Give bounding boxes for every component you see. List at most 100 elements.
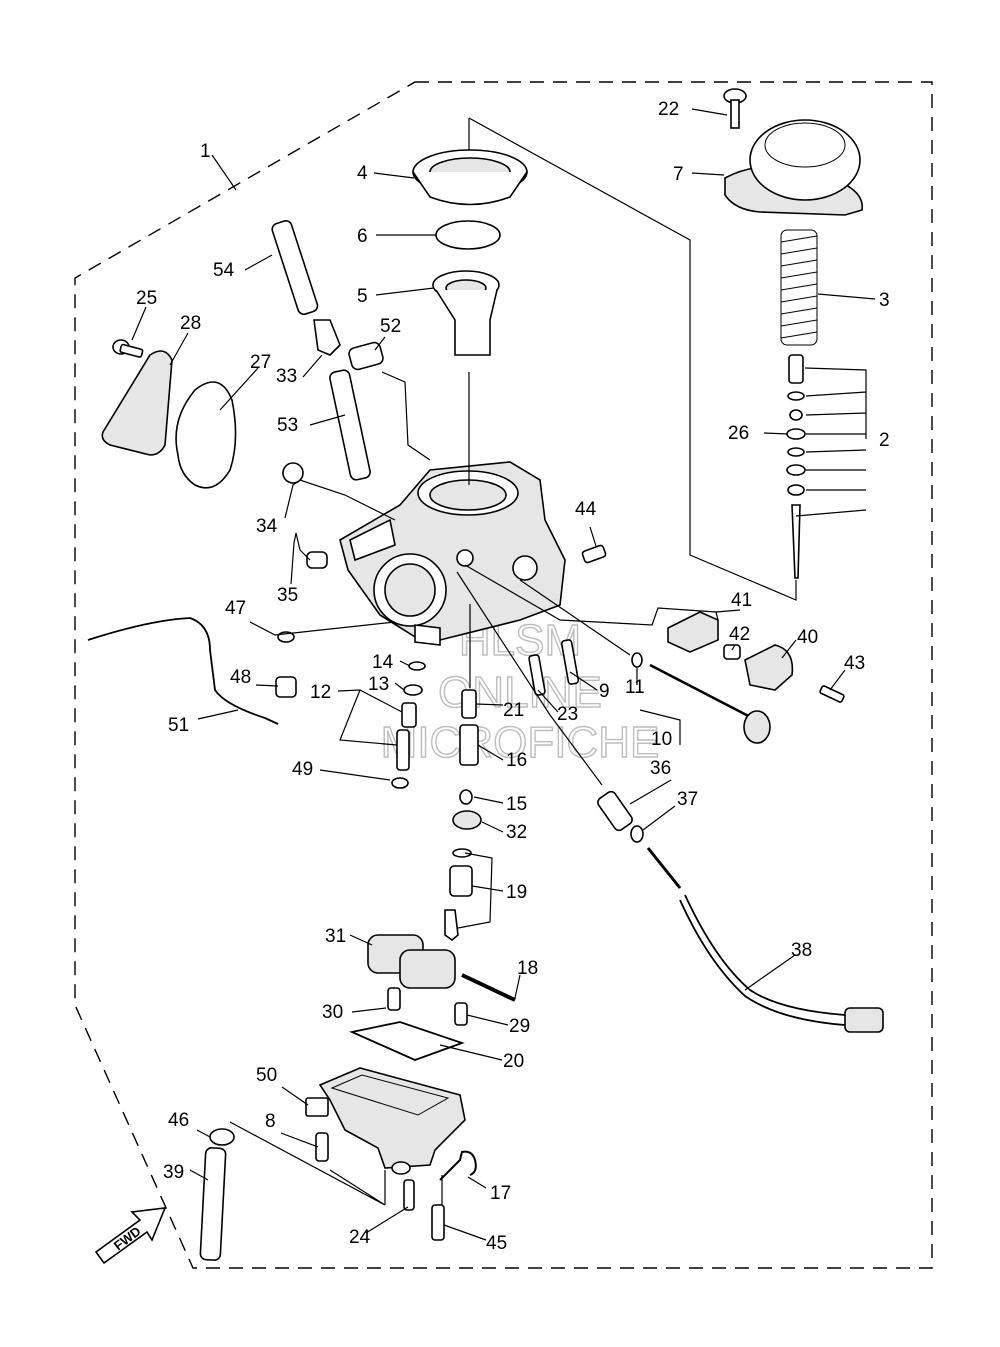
- callout-41: 41: [731, 590, 752, 611]
- part-fitting-33: [313, 319, 341, 356]
- callout-43: 43: [844, 653, 865, 674]
- callout-1: 1: [200, 141, 211, 162]
- part-screw-9: [560, 639, 580, 685]
- part-screw-8: [315, 1132, 329, 1162]
- callout-34: 34: [256, 516, 278, 537]
- callout-51: 51: [168, 715, 189, 736]
- callout-20: 20: [503, 1051, 524, 1072]
- part-jet-32: [452, 810, 482, 830]
- part-side-cover: [724, 119, 863, 216]
- part-screw-29: [454, 1002, 468, 1026]
- callout-48: 48: [230, 667, 251, 688]
- callout-36: 36: [650, 758, 671, 779]
- callout-44: 44: [575, 499, 597, 520]
- callout-35: 35: [277, 585, 298, 606]
- callout-15: 15: [506, 794, 527, 815]
- callout-37: 37: [677, 789, 698, 810]
- callout-labels: 1 2 3 4 5 6 7 8 9 10 11 12 13 14 15 16 1…: [136, 99, 890, 1254]
- callout-23: 23: [557, 704, 578, 725]
- callout-42: 42: [729, 624, 750, 645]
- callout-19: 19: [506, 882, 527, 903]
- part-spring: [780, 229, 818, 346]
- callout-13: 13: [368, 674, 389, 695]
- callout-49: 49: [292, 759, 313, 780]
- part-washer-37: [630, 825, 644, 843]
- part-screw-12: [396, 729, 410, 771]
- part-drain-hose-39: [199, 1147, 227, 1261]
- part-spring-12: [401, 702, 417, 728]
- watermark-line-3: MICROFICHE: [381, 718, 660, 767]
- callout-16: 16: [506, 750, 527, 771]
- callout-40: 40: [797, 627, 818, 648]
- callout-7: 7: [673, 164, 684, 185]
- callout-46: 46: [168, 1110, 189, 1131]
- part-screw-43: [819, 685, 845, 703]
- callout-25: 25: [136, 288, 157, 309]
- part-wire-51: [87, 617, 279, 725]
- part-clip-50: [305, 1097, 329, 1117]
- callout-4: 4: [357, 163, 368, 184]
- callout-8: 8: [265, 1111, 276, 1132]
- callout-12: 12: [310, 682, 331, 703]
- part-washer-13: [403, 684, 423, 696]
- part-needle-valve-19: [444, 848, 473, 942]
- part-gasket-27: [175, 381, 237, 489]
- part-hose-53: [329, 369, 371, 481]
- callout-11: 11: [625, 677, 645, 698]
- callout-53: 53: [277, 415, 298, 436]
- callout-39: 39: [163, 1162, 184, 1183]
- part-throttle-cable-38: [646, 847, 884, 1033]
- part-jet-15: [459, 789, 473, 805]
- part-float-pin-18: [461, 973, 516, 1002]
- callout-38: 38: [791, 940, 812, 961]
- part-carburetor-body: [339, 461, 566, 646]
- part-spring-36: [597, 790, 633, 832]
- part-plate-28: [101, 350, 173, 456]
- callout-18: 18: [517, 958, 538, 979]
- callout-27: 27: [250, 352, 271, 373]
- part-plate-41: [667, 611, 719, 653]
- part-plug-49: [391, 777, 409, 789]
- callout-32: 32: [506, 822, 527, 843]
- callout-54: 54: [213, 260, 235, 281]
- part-screw-22: [723, 88, 747, 129]
- callout-26: 26: [728, 423, 749, 444]
- part-screw-44: [581, 544, 607, 564]
- part-drain-screw-24: [391, 1161, 415, 1211]
- callout-29: 29: [509, 1016, 530, 1037]
- callout-21: 21: [503, 700, 524, 721]
- part-piston: [432, 270, 500, 356]
- callout-6: 6: [357, 226, 368, 247]
- callout-24: 24: [349, 1227, 371, 1248]
- callout-52: 52: [380, 316, 401, 337]
- callout-9: 9: [599, 681, 610, 702]
- part-nut-34: [282, 462, 304, 484]
- part-float-bowl: [318, 1067, 466, 1169]
- callout-30: 30: [322, 1002, 343, 1023]
- callout-47: 47: [225, 598, 246, 619]
- callout-10: 10: [651, 729, 672, 750]
- leader-lines: [131, 108, 876, 1241]
- callout-50: 50: [256, 1065, 277, 1086]
- callout-31: 31: [325, 926, 346, 947]
- callout-14: 14: [372, 652, 394, 673]
- part-hose-54: [271, 220, 319, 316]
- fwd-direction-arrow: FWD: [94, 1207, 167, 1265]
- part-o-ring: [435, 220, 501, 250]
- callout-17: 17: [490, 1183, 511, 1204]
- part-o-ring-14: [408, 661, 426, 671]
- assembly-boundary: [74, 81, 933, 1269]
- part-screw-30: [387, 987, 401, 1011]
- part-cover-40: [744, 644, 794, 691]
- callout-28: 28: [180, 313, 201, 334]
- part-starter-plunger: [649, 663, 771, 744]
- part-o-ring-11: [631, 652, 643, 668]
- part-connector-48: [275, 676, 297, 698]
- part-spring-42: [723, 644, 741, 660]
- part-gasket-20: [349, 1021, 465, 1061]
- part-clamp-46: [209, 1128, 235, 1146]
- part-clip-17: [439, 1150, 477, 1181]
- callout-33: 33: [276, 366, 297, 387]
- part-cap-52: [348, 341, 384, 371]
